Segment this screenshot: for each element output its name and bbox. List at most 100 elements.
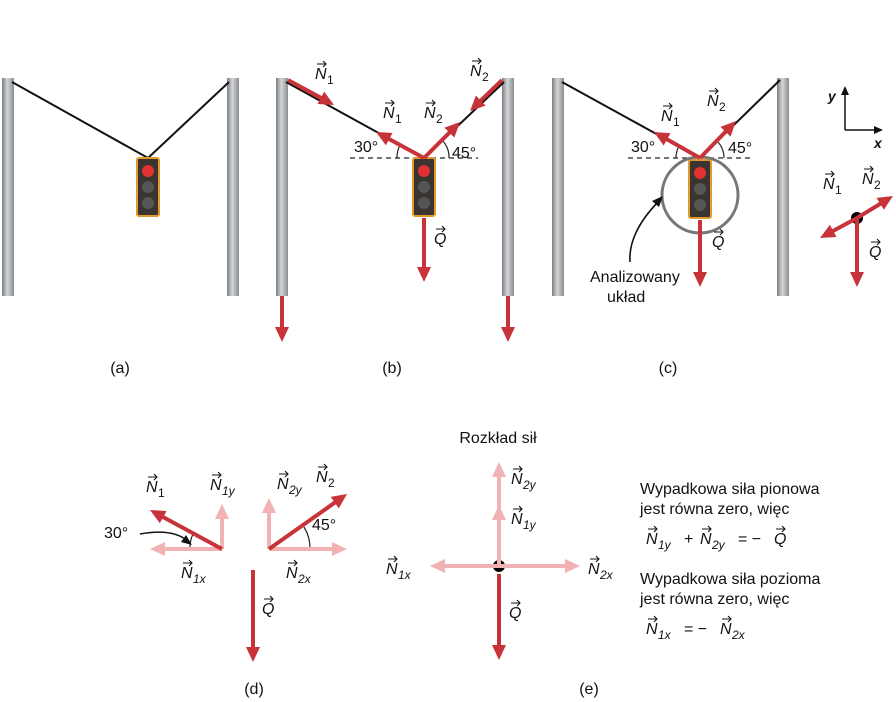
arrow-n1-d-head [150,510,167,524]
label-n1-junction-b-subscript: 1 [395,112,402,126]
arrow-q-free-body [850,218,864,287]
label-n1y-e-symbol: N [511,511,523,528]
label-n1x-d-symbol: N [181,565,193,582]
arrow-n1x-e [430,559,499,573]
traffic-light-a [136,157,160,217]
label-q-e: Q [509,599,521,622]
label-q-b-symbol: Q [434,231,446,248]
arrow-n1-on-pole-b-head [317,91,334,105]
label-n2x-e-vector-mark [590,555,600,563]
axis-x-arrowhead [874,126,883,134]
label-n2-c-vector-mark [709,87,719,95]
label-n1y-d-symbol: N [210,477,222,494]
label-n1x-e-subscript: 1x [398,568,412,582]
label-q-free-body-symbol: Q [869,244,881,261]
label-n2x-d-symbol: N [286,565,298,582]
eq1-n1y-subscript: 1y [658,538,672,552]
arrow-n1-at-junction-b-shaft [387,136,425,160]
pole-left-a [2,78,14,296]
arrow-n1-c-head [654,132,671,146]
label-n1-d-vector-mark [148,473,158,481]
label-n2-pole-b-vector-mark [472,57,482,65]
arrow-n2y-d-head [262,498,276,513]
panel-b: 30° 45° (b) [276,78,514,377]
label-q-free-body: Q [869,238,881,261]
label-q-d-symbol: Q [262,601,274,618]
eq2-equals-minus: = − [684,621,707,638]
pole-right-b [502,78,514,296]
label-n2x-d-vector-mark [288,559,298,567]
label-n1-free-body-subscript: 1 [835,183,842,197]
axis-y-label: y [827,88,837,104]
label-n2-d-vector-mark [318,463,328,471]
arrow-n1-at-junction-b-head [376,132,393,146]
label-q-e-symbol: Q [509,605,521,622]
angle-pointer-head-d [181,535,192,545]
label-n2-free-body-vector-mark [864,165,874,173]
label-n1-free-body-symbol: N [823,176,835,193]
label-q-free-body-vector-mark [871,238,881,246]
arrow-n2x-d-head [332,542,347,556]
arrow-n1-c [654,132,701,160]
arrow-n2-at-junction-b-shaft [422,130,452,160]
angle-arc-right-c [716,140,725,159]
system-label-line1: Analizowany [590,269,680,286]
eq2-n1x-subscript: 1x [658,628,672,642]
label-n2y-e-symbol: N [511,471,523,488]
eq1-n1y-symbol: N [646,531,658,548]
label-n2y-d-vector-mark [279,470,289,478]
arrow-n2-free-body [855,196,893,220]
axis-x-label: x [873,135,883,151]
label-n1-c-subscript: 1 [673,115,680,129]
label-n1x-e-vector-mark [388,555,398,563]
arrow-q-c [693,220,707,287]
eq2-n2x-symbol: N [720,621,732,638]
arrow-n2y-d [262,498,276,549]
label-q-c-vector-mark [714,228,724,236]
label-n2-free-body-subscript: 2 [874,178,881,192]
arrow-n2-d-head [330,494,347,509]
arrow-n2-at-junction-b [422,122,460,160]
cable-right-a [147,81,230,159]
label-q-e-vector-mark [511,599,521,607]
panel-d: 30° 45° (d) [104,517,336,698]
eq1-q-symbol: Q [774,531,786,548]
label-n1-d-subscript: 1 [158,486,165,500]
angle-label-right-c: 45° [728,140,752,157]
traffic-light-c [688,159,712,219]
arrow-n2-at-junction-b-head [444,122,460,138]
eq1-n2y-subscript: 2y [711,538,726,552]
arrow-q-free-body-head [850,272,864,287]
caption-d: (d) [244,681,264,698]
arrow-n2-c-head [720,121,736,137]
label-n1x-d-subscript: 1x [193,572,207,586]
label-n2y-e-subscript: 2y [522,478,537,492]
arrow-n2-free-body-shaft [855,201,883,220]
label-n2-junction-b-symbol: N [424,105,436,122]
system-pointer [629,199,661,263]
arrow-n1-free-body-head [820,224,837,238]
note-horizontal-line2: jest równa zero, więc [639,591,789,608]
panel-c: 30° 45° Analizowany układ y x (c) [552,78,883,377]
arrow-pole-right-down-b-head [501,327,515,342]
label-n2-d-symbol: N [316,469,328,486]
label-n1y-e-vector-mark [513,505,523,513]
angle-label-left-b: 30° [354,139,378,156]
arrow-n1-d-shaft [161,514,223,551]
arrow-n2x-e-head [565,559,580,573]
arrow-n1y-e-head [492,505,506,520]
arrow-n1-d [150,510,223,551]
arrow-n1-at-junction-b [376,132,425,160]
arrow-n1y-d [215,504,229,549]
cable-left-a [11,81,149,159]
